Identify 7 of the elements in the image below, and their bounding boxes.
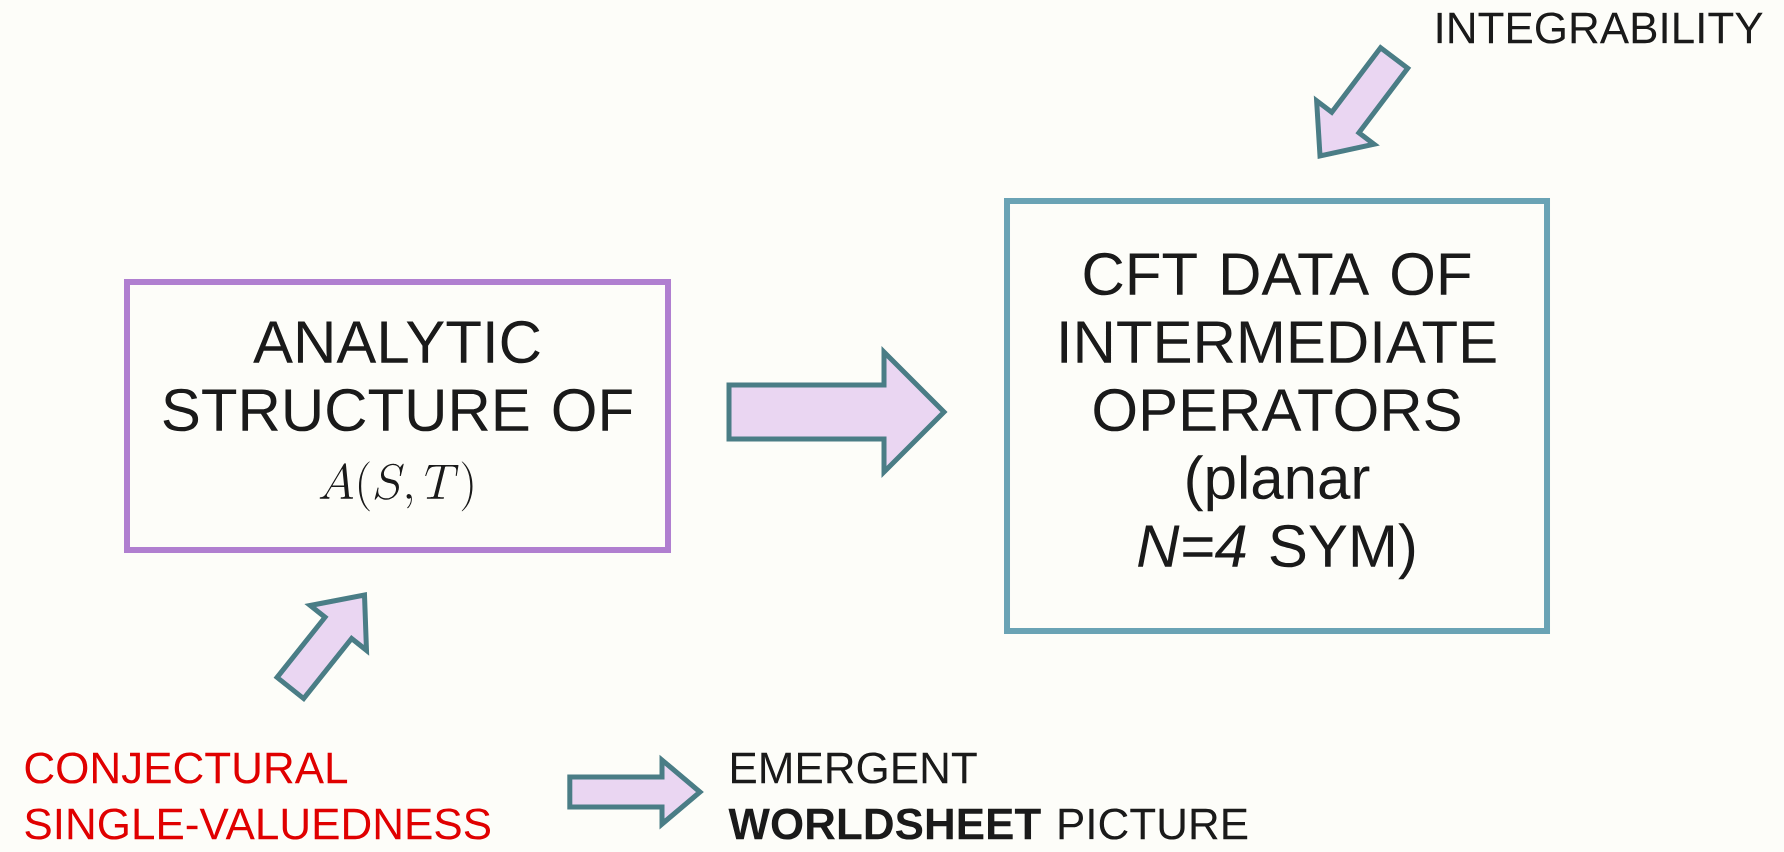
topic-label: INTEGRABILITY	[1437, 12, 1763, 44]
process-box: ANALYTIC STRUCTURE OF $A(S,T)$	[124, 279, 671, 553]
block-arrow	[567, 754, 704, 830]
process-box: CFT DATA OF INTERMEDIATE OPERATORS (planar N=4 SYM)	[1004, 198, 1550, 634]
topic-label: CONJECTURAL SINGLE-VALUEDNESS	[25, 752, 490, 840]
block-arrow	[726, 345, 948, 479]
topic-label: EMERGENT WORLDSHEET PICTURE	[728, 752, 1248, 840]
